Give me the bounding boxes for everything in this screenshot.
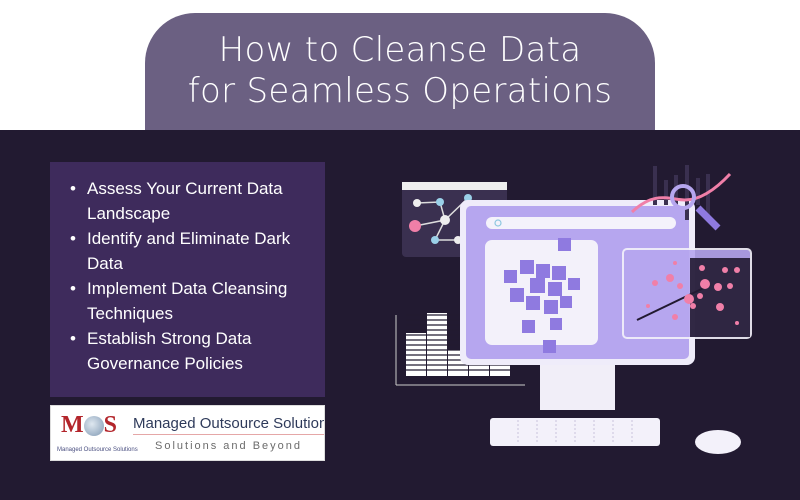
logo-letter-s: S <box>103 412 118 438</box>
scatter-plot-window <box>622 248 752 339</box>
search-bar <box>486 217 676 229</box>
company-name: Managed Outsource Solutions <box>133 415 324 435</box>
magnifier-icon <box>670 184 696 210</box>
title-line-1: How to Cleanse Data <box>218 30 582 70</box>
logo-mark-subtitle: Managed Outsource Solutions <box>57 447 138 453</box>
computer-illustration <box>395 165 752 454</box>
logo-letter-m: M <box>61 412 84 438</box>
steps-list: Assess Your Current Data Landscape Ident… <box>70 176 317 376</box>
search-icon <box>494 219 502 227</box>
list-item: Assess Your Current Data Landscape <box>70 176 317 226</box>
mouse <box>695 430 741 454</box>
steps-box: Assess Your Current Data Landscape Ident… <box>50 162 325 397</box>
keyboard <box>490 418 660 446</box>
globe-icon <box>83 416 104 437</box>
list-item: Establish Strong Data Governance Policie… <box>70 326 317 376</box>
page-title: How to Cleanse Data for Seamless Operati… <box>145 13 655 130</box>
title-line-2: for Seamless Operations <box>187 71 613 111</box>
magnifier-trend-graphic <box>630 165 732 231</box>
list-item: Identify and Eliminate Dark Data <box>70 226 317 276</box>
company-tagline: Solutions and Beyond <box>155 440 303 452</box>
list-item: Implement Data Cleansing Techniques <box>70 276 317 326</box>
